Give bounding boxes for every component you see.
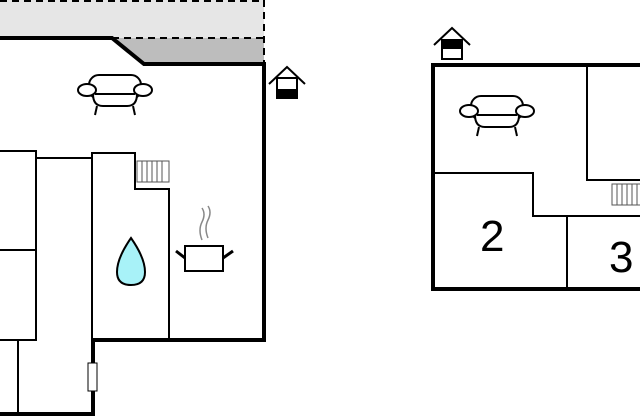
radiator-icon [611, 183, 640, 206]
entrance-house-icon [433, 26, 471, 60]
radiator-icon [136, 160, 170, 183]
ground-floor-plan [0, 0, 306, 416]
terrace-area [0, 0, 264, 38]
exterior-wall [431, 63, 640, 291]
covered-terrace-area [112, 38, 264, 64]
room-label-2: 2 [480, 212, 504, 261]
entrance-house-icon [268, 65, 306, 99]
cooking-pot-icon [175, 205, 234, 272]
upper-floor-plan: 2 3 [431, 26, 640, 291]
exterior-wall [0, 36, 266, 416]
door-icon [87, 362, 98, 392]
sofa-icon [459, 95, 535, 137]
water-drop-icon [115, 236, 147, 287]
sofa-icon [77, 74, 153, 116]
room-label-3: 3 [609, 233, 633, 282]
